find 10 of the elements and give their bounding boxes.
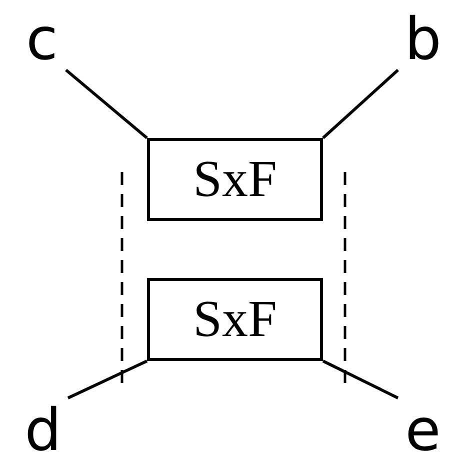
node-label: c xyxy=(18,8,66,70)
line xyxy=(322,360,399,400)
node-label: d xyxy=(18,398,68,462)
line xyxy=(65,68,148,140)
line xyxy=(322,68,399,140)
label-box: SxF xyxy=(147,278,323,361)
node-label: b xyxy=(398,8,448,70)
line xyxy=(67,360,148,400)
label-box: SxF xyxy=(147,138,323,221)
node-label: e xyxy=(398,398,448,462)
